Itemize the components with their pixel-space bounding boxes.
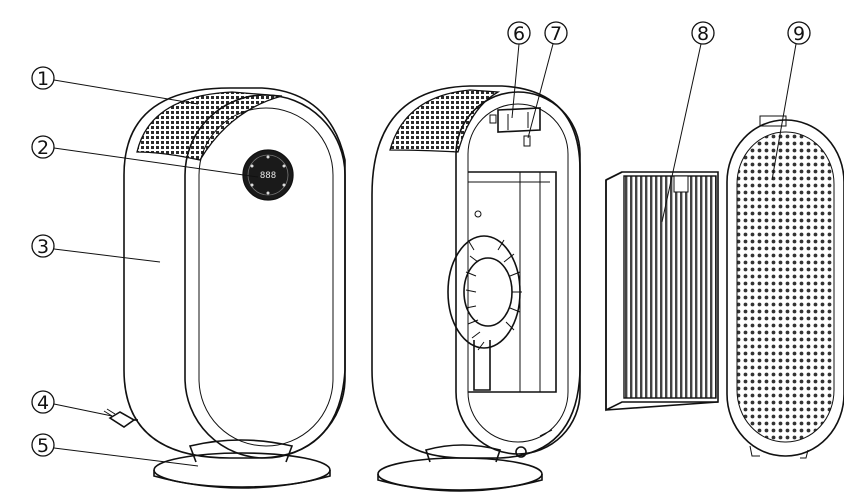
svg-text:2: 2	[37, 137, 49, 159]
callout-3: 3	[31, 234, 161, 263]
callout-4: 4	[31, 390, 113, 417]
display-digits: 888	[260, 171, 276, 181]
air-outlet-grille	[136, 91, 283, 161]
callout-1: 1	[31, 66, 199, 105]
svg-text:5: 5	[37, 435, 49, 457]
svg-text:1: 1	[37, 68, 49, 90]
purifier-open-housing	[371, 85, 581, 492]
svg-text:7: 7	[550, 23, 562, 45]
bottom-screw	[515, 446, 527, 458]
hepa-filter	[605, 171, 719, 412]
filter-chamber	[468, 171, 557, 393]
svg-text:9: 9	[793, 23, 805, 45]
fan-assembly	[447, 235, 522, 391]
air-outlet-grille-rear	[389, 89, 501, 153]
purifier-front-view: 888	[103, 87, 346, 489]
power-plug	[103, 408, 138, 428]
callout-6: 6	[507, 21, 531, 119]
callout-7: 7	[527, 21, 568, 139]
callout-9: 9	[771, 21, 811, 181]
callout-labels: 1 2 3 4 5 6	[31, 21, 811, 467]
base-stand-rear	[377, 444, 543, 492]
callout-8: 8	[661, 21, 715, 223]
front-cover	[726, 115, 844, 459]
base-stand	[153, 439, 331, 489]
sensor-module	[489, 107, 541, 147]
svg-text:6: 6	[513, 23, 525, 45]
callout-2: 2	[31, 135, 259, 178]
svg-text:4: 4	[37, 392, 49, 414]
svg-text:8: 8	[697, 23, 709, 45]
svg-text:3: 3	[37, 236, 49, 258]
front-panel	[184, 94, 346, 459]
control-display-panel: 888	[242, 149, 294, 201]
filter-pull-tab	[673, 175, 689, 193]
callout-5: 5	[31, 433, 199, 467]
